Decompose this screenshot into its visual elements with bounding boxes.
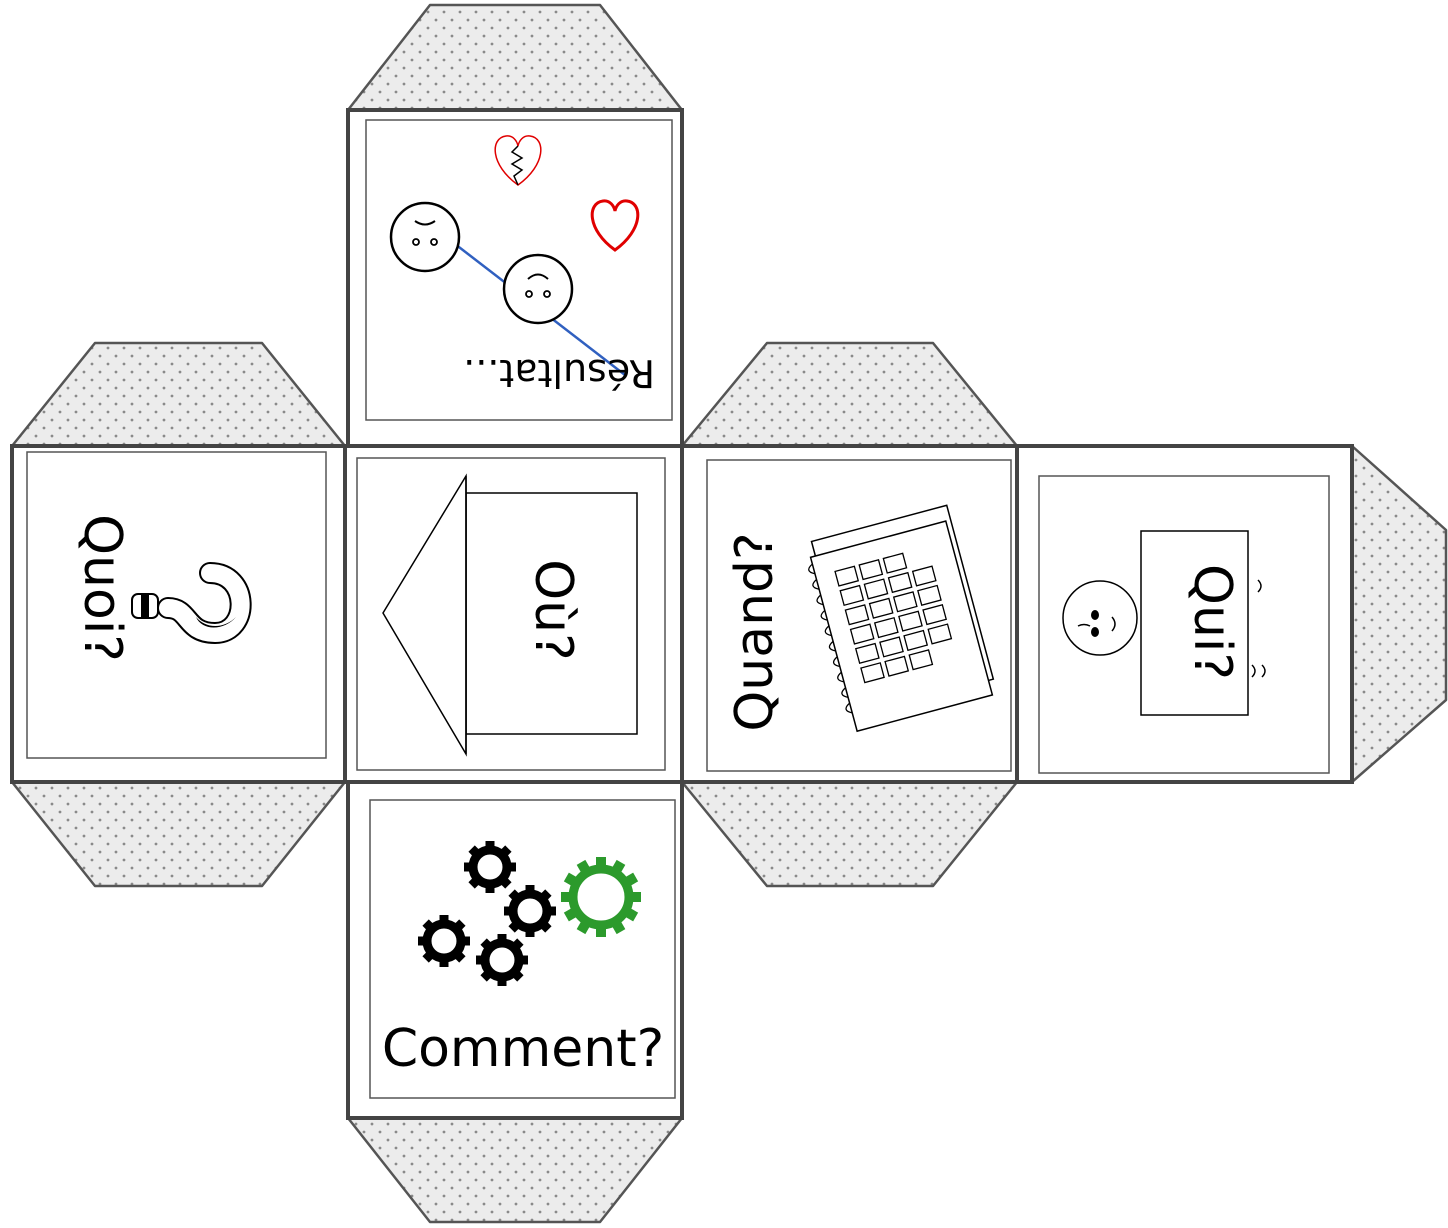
face-qui-label: Qui? xyxy=(1182,564,1242,680)
question-mark-icon xyxy=(131,562,252,645)
face-comment-frame xyxy=(369,799,676,1099)
glue-tabs xyxy=(10,3,1448,1224)
person-head xyxy=(1062,580,1138,656)
happy-face-icon xyxy=(502,253,574,325)
face-quoi: Quoi? xyxy=(10,444,347,784)
person-icon xyxy=(1062,554,1266,678)
glue-tab-bottom xyxy=(346,1116,684,1224)
face-quand-label: Quand? xyxy=(725,532,785,731)
glue-tab-quand-top xyxy=(680,341,1019,448)
face-quand: Quand? xyxy=(680,444,1019,784)
face-quoi-label: Quoi? xyxy=(72,514,132,662)
face-resultat-label: Résultat... xyxy=(463,351,655,395)
face-resultat-artwork: Résultat... xyxy=(389,135,655,395)
glue-tab-quoi-bottom xyxy=(10,780,347,888)
glue-tab-quoi-top xyxy=(10,341,347,448)
glue-tab-right xyxy=(1350,444,1448,784)
broken-heart-icon xyxy=(494,135,542,186)
qui-sign xyxy=(1140,530,1249,716)
face-qui: Qui? xyxy=(1015,444,1354,784)
heart-icon xyxy=(590,199,640,252)
face-resultat: Résultat... xyxy=(346,108,684,448)
house-icon xyxy=(382,473,638,757)
sad-face-icon xyxy=(389,201,461,273)
face-comment-label: Comment? xyxy=(382,1019,664,1079)
glue-tab-quand-bottom xyxy=(680,780,1019,888)
face-comment: Comment? xyxy=(346,780,684,1120)
face-ou-label: Où? xyxy=(523,559,583,661)
face-ou: Où? xyxy=(343,444,684,784)
glue-tab-top xyxy=(346,3,684,112)
calendar-icon xyxy=(808,504,995,733)
